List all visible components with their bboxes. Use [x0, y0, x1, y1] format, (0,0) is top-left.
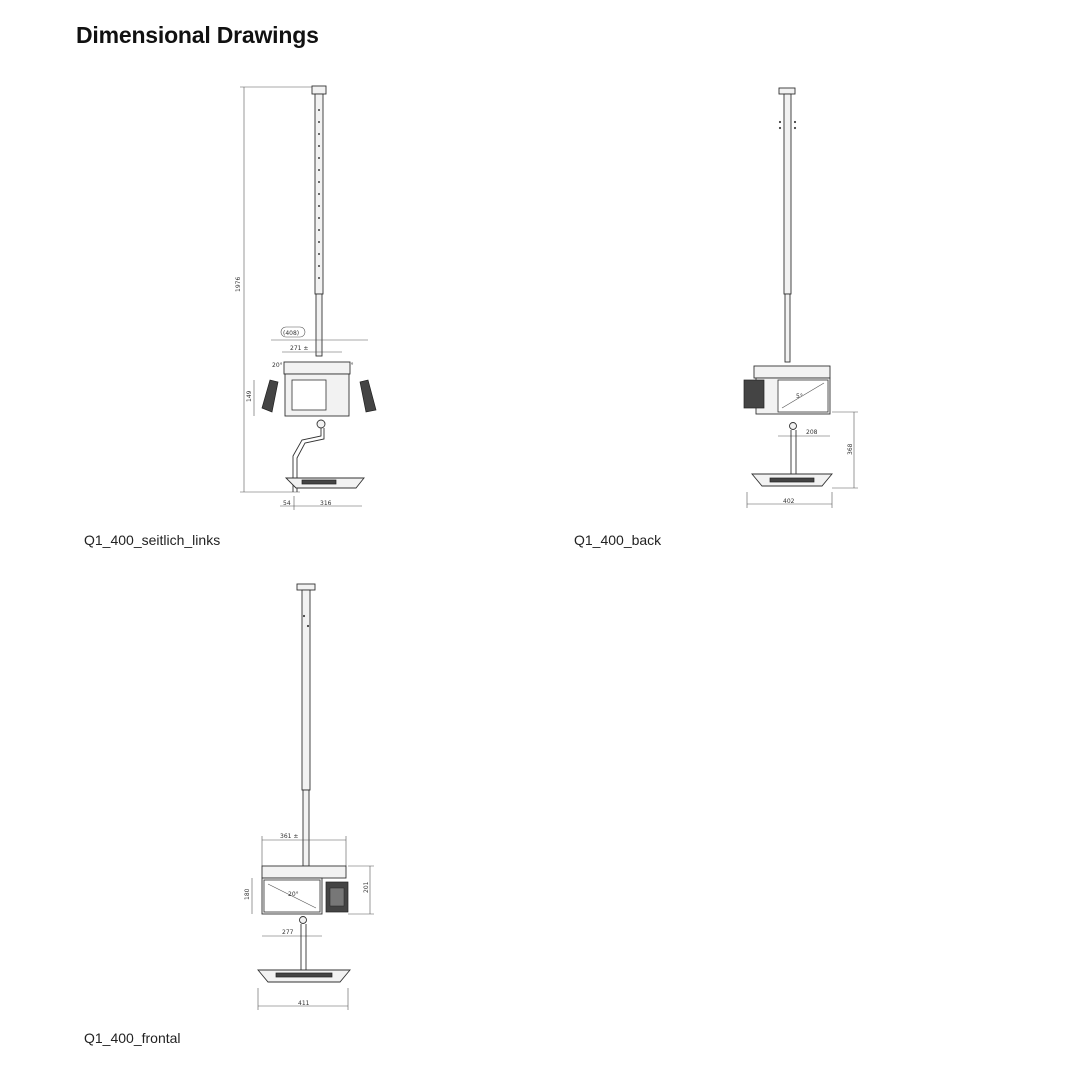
dim-bottom-b: 316 [320, 500, 332, 507]
dim-top: 361 ± [280, 833, 298, 840]
dim-side-back: 368 [847, 443, 854, 455]
caption-side-left: Q1_400_seitlich_links [84, 532, 221, 548]
dim-height: 1976 [235, 277, 242, 292]
dim-bottom-back: 402 [783, 498, 795, 505]
dim-angle-front: 20° [288, 891, 299, 898]
dim-mid: 208 [806, 429, 818, 436]
dim-right: 201 [363, 881, 370, 893]
caption-back: Q1_400_back [574, 532, 662, 548]
page-title: Dimensional Drawings [76, 22, 319, 48]
dim-angle-left: 20° [272, 362, 283, 369]
dim-bottom-a: 54 [283, 500, 291, 507]
dim-side: 149 [246, 390, 253, 402]
dim-mid-front: 277 [282, 929, 294, 936]
dim-bottom-front: 411 [298, 1000, 310, 1007]
dim-left: 180 [244, 888, 251, 900]
dim-width-paren: (408) [283, 330, 299, 337]
dim-angle: 5° [796, 393, 803, 400]
dim-width-a: 271 ± [290, 345, 308, 352]
caption-frontal: Q1_400_frontal [84, 1030, 181, 1046]
pole-holes [318, 109, 320, 279]
